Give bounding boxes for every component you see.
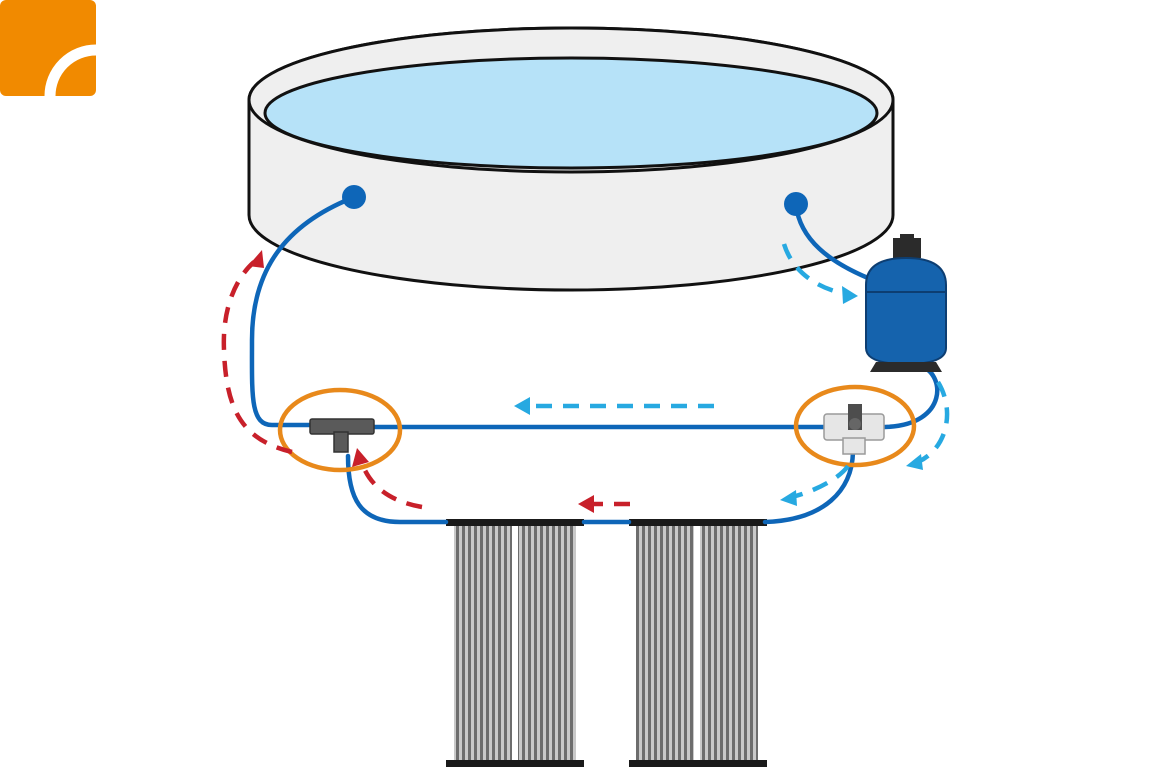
above-ground-pool xyxy=(247,26,895,292)
solar-collector-panel-1 xyxy=(446,519,584,767)
heated-arrowhead-to-tee xyxy=(352,448,369,467)
pool-return-inlet xyxy=(342,185,366,209)
filter-tank xyxy=(865,256,947,366)
heated-arrowhead-panel-link xyxy=(578,495,594,513)
valve-stem xyxy=(849,418,861,430)
cold-arrowhead-filter-to-valve xyxy=(906,454,923,470)
panel-2-top-header xyxy=(629,519,767,526)
hose-tee-to-pool-return xyxy=(249,195,355,428)
cold-arrowhead-to-panels xyxy=(780,490,797,506)
panel-2-tube-b xyxy=(700,526,758,762)
panel-1-tube-b xyxy=(518,526,576,762)
bypass-three-way-valve xyxy=(823,404,885,455)
cold-flow-arrow-filter-to-valve xyxy=(916,380,950,465)
heated-flow-arrow-to-tee xyxy=(359,462,423,510)
cold-arrowhead-to-filter xyxy=(842,286,858,304)
filter-gauge xyxy=(893,238,921,258)
heated-flow-arrow-to-pool xyxy=(221,260,293,455)
panel-1-tube-a xyxy=(454,526,512,762)
panel-2-tube-a xyxy=(636,526,694,762)
pool-water xyxy=(263,56,879,170)
solar-collector-panel-2 xyxy=(629,519,767,767)
panel-1-top-header xyxy=(446,519,584,526)
cold-flow-arrow-to-filter xyxy=(781,243,847,297)
tee-branch xyxy=(333,431,349,453)
panel-1-bottom-header xyxy=(446,760,584,767)
valve-bottom-port xyxy=(842,437,866,455)
panel-2-bottom-header xyxy=(629,760,767,767)
brand-logo-arc xyxy=(44,44,96,96)
filter-gauge-top xyxy=(900,234,914,240)
highlight-ring-valve xyxy=(793,384,917,468)
filter-base xyxy=(870,362,942,372)
cold-arrowhead-bypass xyxy=(514,397,530,415)
tee-connector xyxy=(309,418,375,453)
heated-arrowhead-to-pool xyxy=(248,250,264,268)
highlight-ring-tee xyxy=(277,387,403,473)
sand-filter-pump xyxy=(865,234,947,372)
cold-flow-arrow-to-panels xyxy=(791,464,850,500)
brand-logo-icon xyxy=(0,0,96,96)
brand-logo-tile xyxy=(0,0,96,96)
pool-outlet-fitting xyxy=(784,192,808,216)
